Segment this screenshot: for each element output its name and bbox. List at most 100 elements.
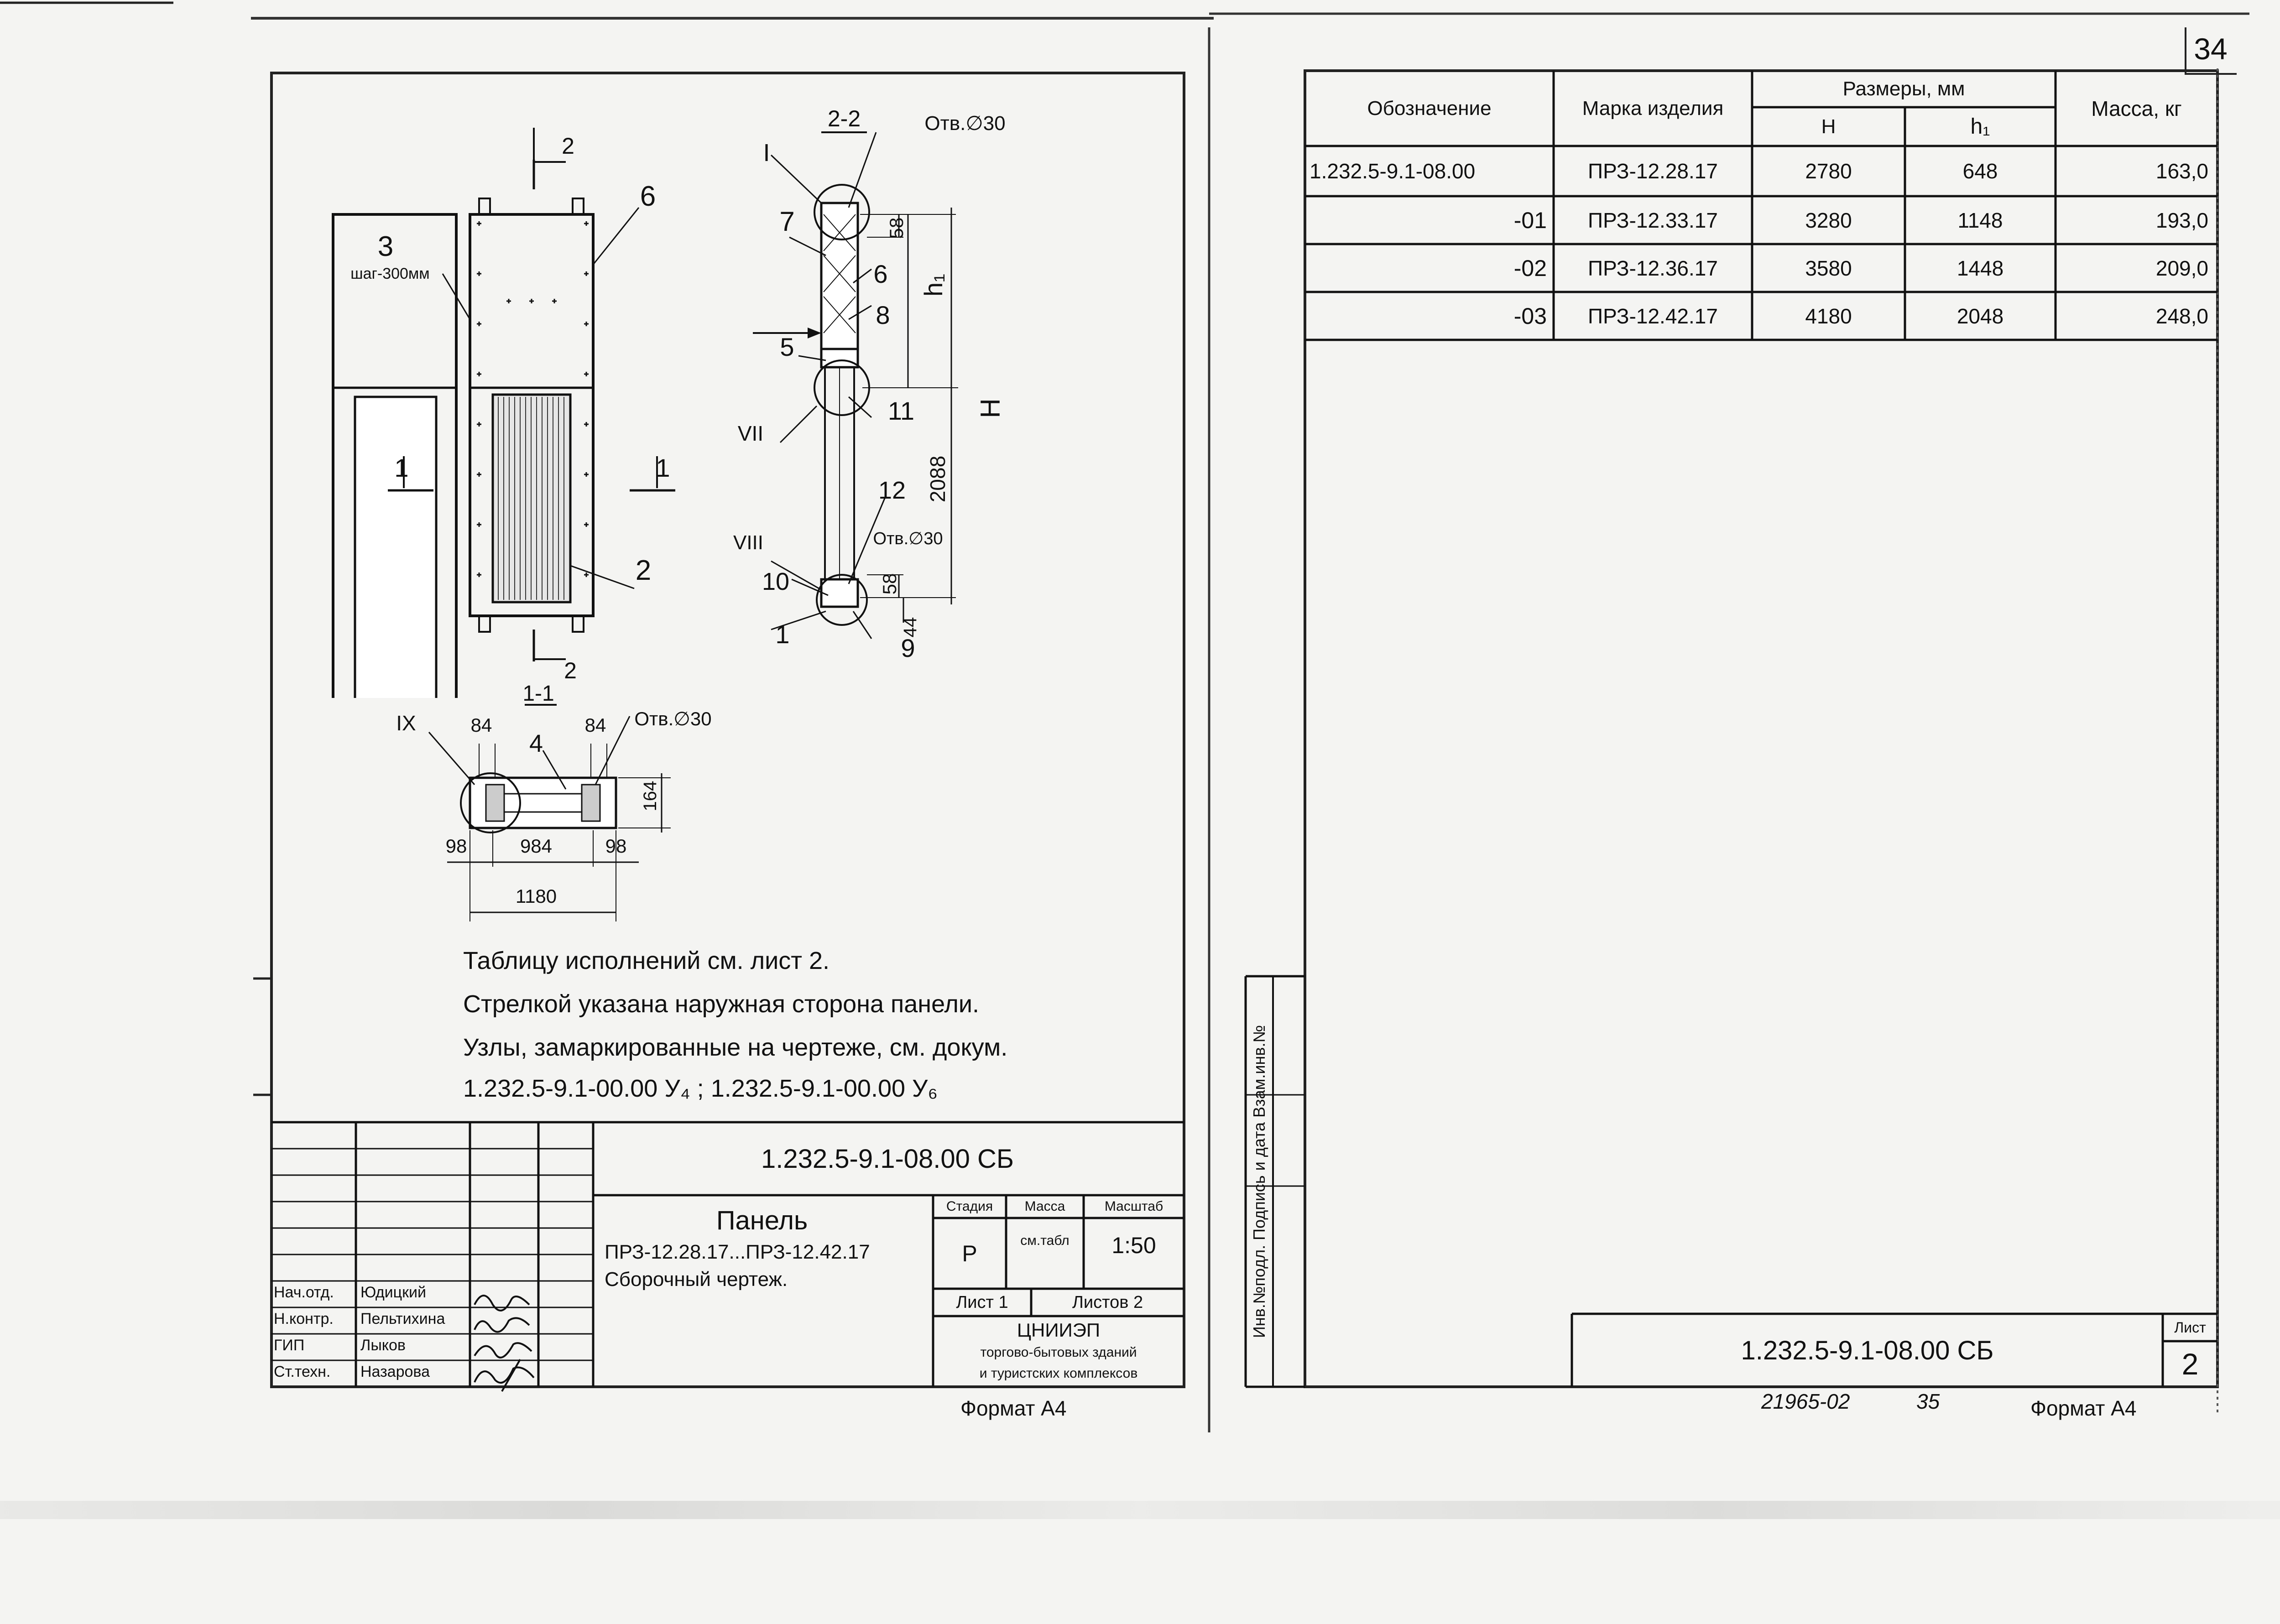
signer-name-4: Назарова [360, 1363, 430, 1380]
page-number: 34 [2194, 32, 2228, 66]
row-3-designation: -02 [1513, 255, 1547, 281]
label-pos-7: 7 [779, 206, 795, 237]
section-2-2-drawing [753, 131, 958, 639]
label-node-I: I [763, 139, 770, 167]
row-2-mark: ПРЗ-12.33.17 [1588, 208, 1718, 232]
row-4-H: 4180 [1805, 304, 1852, 328]
note-1: Таблицу исполнений см. лист 2. [463, 947, 830, 974]
row-2-h1: 1148 [1957, 208, 2003, 232]
row-4-mark: ПРЗ-12.42.17 [1588, 304, 1718, 328]
left-sheet-frame [0, 1, 1214, 1432]
row-1-H: 2780 [1805, 159, 1852, 183]
panel-facade-view [332, 213, 458, 698]
row-1-designation: 1.232.5-9.1-08.00 [1310, 159, 1476, 183]
signer-role-4: Ст.техн. [274, 1363, 331, 1380]
label-pos-3: 3 [377, 230, 394, 262]
mass-header: Масса [1024, 1199, 1065, 1214]
label-cut-1-right: 1 [656, 453, 670, 482]
row-4-h1: 2048 [1957, 304, 2004, 328]
row-3-mark: ПРЗ-12.36.17 [1588, 256, 1718, 280]
note-4: 1.232.5-9.1-00.00 У₄ ; 1.232.5-9.1-00.00… [463, 1075, 938, 1102]
dim-1180: 1180 [515, 885, 557, 907]
footer-code: 21965-02 [1761, 1390, 1850, 1413]
label-step: шаг-300мм [350, 265, 430, 282]
label-pos-11: 11 [887, 396, 915, 425]
sheet-label: Лист 1 [956, 1292, 1008, 1312]
row-3-h1: 1448 [1957, 256, 2004, 280]
label-pos-5: 5 [780, 332, 794, 361]
scan-noise-bottom [0, 1501, 2280, 1519]
col-h1: h₁ [1970, 115, 1990, 139]
row-1-mass: 163,0 [2155, 159, 2208, 183]
stage-header: Стадия [946, 1199, 993, 1214]
facade-drawing [388, 128, 675, 661]
label-node-VIII: VIII [733, 531, 764, 554]
label-pos-6a: 6 [640, 180, 656, 212]
signer-role-2: Н.контр. [274, 1310, 334, 1327]
label-hole-bottom: Отв.∅30 [873, 529, 943, 548]
title-line-2: ПРЗ-12.28.17...ПРЗ-12.42.17 [605, 1241, 870, 1263]
label-pos-4: 4 [529, 730, 543, 757]
label-pos-10: 10 [762, 568, 790, 595]
title-block-grid [271, 1121, 1184, 1392]
label-cut-2-top: 2 [562, 133, 574, 159]
col-designation: Обозначение [1367, 97, 1492, 120]
stage-value: Р [962, 1240, 977, 1266]
dim-98-right: 98 [605, 835, 627, 857]
dim-984: 984 [520, 835, 553, 857]
label-pos-9: 9 [901, 633, 915, 662]
label-hole-plan: Отв.∅30 [634, 708, 712, 729]
label-pos-8: 8 [876, 300, 890, 329]
org-line-1: ЦНИИЭП [1017, 1319, 1101, 1341]
label-node-VII: VII [737, 422, 764, 445]
label-pos-2: 2 [635, 554, 652, 586]
note-3: Узлы, замаркированные на чертеже, см. до… [463, 1034, 1008, 1061]
row-2-mass: 193,0 [2155, 208, 2208, 232]
org-line-2: торгово-бытовых зданий [980, 1345, 1137, 1360]
signer-name-1: Юдицкий [360, 1284, 426, 1301]
right-format: Формат А4 [2030, 1396, 2137, 1420]
signer-name-2: Пельтихина [360, 1310, 445, 1327]
note-2: Стрелкой указана наружная сторона панели… [463, 990, 980, 1018]
left-format: Формат А4 [960, 1396, 1067, 1420]
label-node-IX: IX [396, 711, 416, 735]
scale-value: 1:50 [1111, 1233, 1156, 1258]
label-pos-12: 12 [878, 477, 906, 504]
side-stamp: Инв.№подл. Подпись и дата Взам.инв.№ [1250, 1025, 1268, 1338]
org-line-3: и туристских комплексов [979, 1366, 1138, 1381]
dim-98-left: 98 [445, 835, 467, 857]
footer-page: 35 [1916, 1390, 1940, 1413]
label-cut-1-left: 1 [394, 453, 409, 482]
dim-84-left: 84 [470, 714, 492, 736]
row-3-H: 3580 [1805, 256, 1852, 280]
signer-name-3: Лыков [360, 1337, 406, 1354]
label-section-1-1: 1-1 [522, 681, 554, 706]
dim-84-right: 84 [584, 714, 606, 736]
right-sheet-label: Лист [2174, 1319, 2206, 1336]
col-mark: Марка изделия [1582, 97, 1724, 120]
right-designation: 1.232.5-9.1-08.00 СБ [1741, 1335, 1994, 1365]
signer-role-1: Нач.отд. [274, 1284, 334, 1301]
row-2-H: 3280 [1805, 208, 1852, 232]
label-hole-top: Отв.∅30 [924, 112, 1006, 135]
label-pos-6b: 6 [873, 259, 888, 288]
row-1-h1: 648 [1962, 159, 1998, 183]
sheets-label: Листов 2 [1072, 1292, 1143, 1312]
page-number-box [2185, 27, 2237, 75]
row-4-mass: 248,0 [2155, 304, 2208, 328]
scale-header: Масштаб [1104, 1199, 1163, 1214]
col-H: H [1821, 115, 1836, 138]
mass-value: см.табл [1020, 1233, 1070, 1248]
title-line-1: Панель [716, 1205, 808, 1235]
signer-role-3: ГИП [274, 1337, 305, 1354]
label-section-2-2: 2-2 [827, 106, 861, 131]
col-mass: Масса, кг [2091, 96, 2182, 120]
row-2-designation: -01 [1513, 207, 1547, 233]
label-pos-1: 1 [775, 619, 790, 649]
right-sheet-frame [1209, 12, 2249, 1414]
title-block-designation: 1.232.5-9.1-08.00 СБ [761, 1144, 1014, 1174]
right-sheet-number: 2 [2181, 1347, 2199, 1381]
title-line-3: Сборочный чертеж. [605, 1268, 788, 1291]
row-3-mass: 209,0 [2155, 256, 2208, 280]
row-1-mark: ПРЗ-12.28.17 [1588, 159, 1718, 183]
